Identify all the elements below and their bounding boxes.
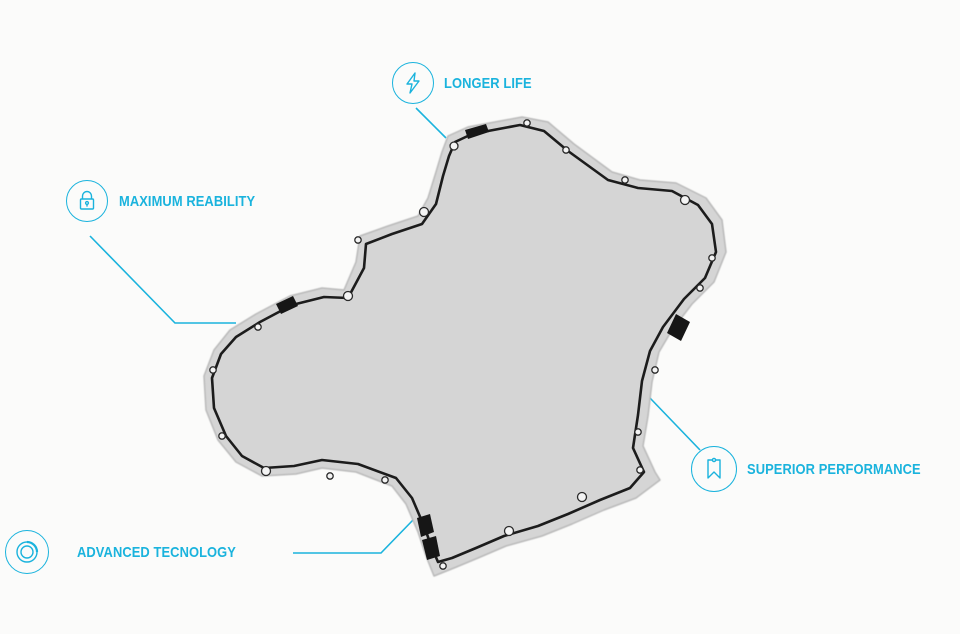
callout-lines [89,107,701,554]
padlock-icon [66,180,108,222]
gasket-bead [210,123,718,564]
feature-superior-performance: SUPERIOR PERFORMANCE [691,446,949,492]
feature-longer-life: LONGER LIFE [392,62,546,104]
callout-line-longer-life [415,107,447,139]
lightning-icon [392,62,434,104]
feature-label-longer-life: LONGER LIFE [444,74,532,92]
feature-label-advanced-tecnology: ADVANCED TECNOLOGY [77,543,236,561]
concentric-circles-icon [5,530,49,574]
gasket-plate [203,116,727,577]
feature-label-superior-performance: SUPERIOR PERFORMANCE [747,460,921,478]
seal-patches [276,124,690,560]
ribbon-bookmark-icon [691,446,737,492]
callout-line-maximum-reability [89,235,236,324]
callout-line-superior-performance [649,397,701,451]
callout-line-advanced-tecnology [293,519,414,554]
bolt-holes [209,119,716,570]
feature-maximum-reability: MAXIMUM REABILITY [66,180,277,222]
feature-advanced-tecnology: ADVANCED TECNOLOGY [5,530,262,574]
feature-label-maximum-reability: MAXIMUM REABILITY [119,192,256,210]
gasket [203,116,727,577]
